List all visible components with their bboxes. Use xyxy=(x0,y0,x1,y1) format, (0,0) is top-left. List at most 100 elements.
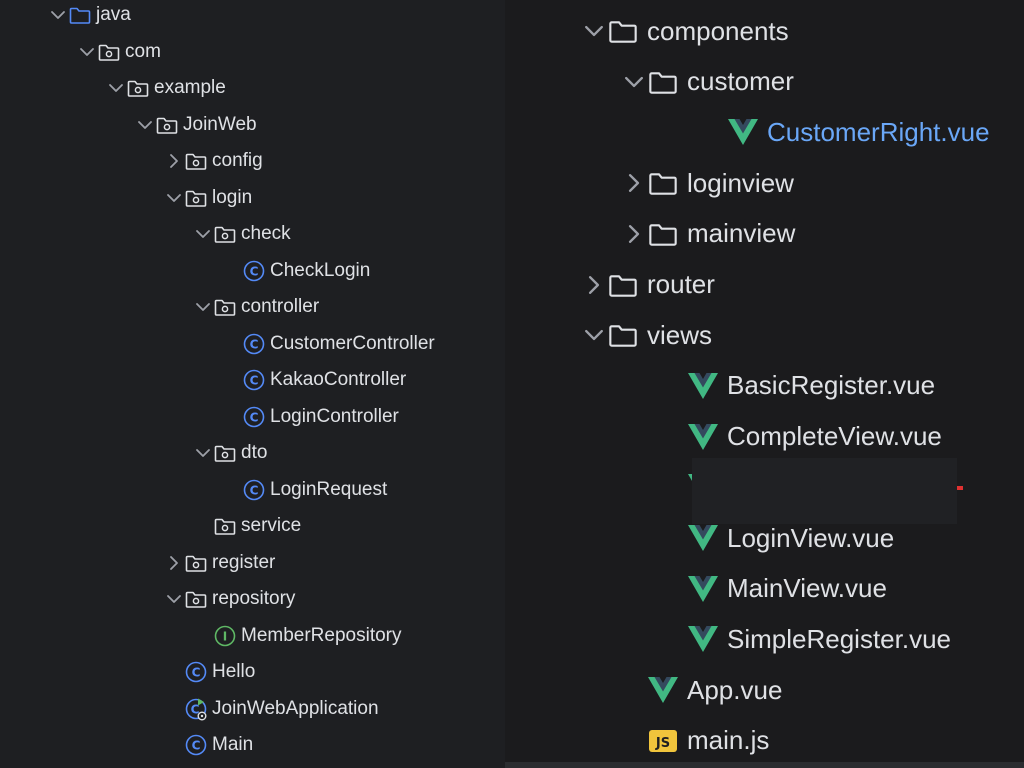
chevron-spacer xyxy=(164,735,184,755)
tree-item-customer[interactable]: customer xyxy=(621,57,794,107)
tree-item-label: dto xyxy=(241,442,268,463)
folder-icon xyxy=(607,15,639,47)
tree-item-label: JoinWeb xyxy=(183,113,257,135)
chevron-down-icon[interactable] xyxy=(135,115,155,135)
vue-file-icon xyxy=(687,370,719,402)
tree-item-mainview[interactable]: mainview xyxy=(621,209,795,259)
tree-item-label: mainview xyxy=(687,218,796,249)
vue-file-icon xyxy=(687,421,719,453)
package-icon xyxy=(97,40,121,64)
vue-file-icon xyxy=(647,674,679,706)
chevron-down-icon[interactable] xyxy=(621,69,647,95)
class-icon: C xyxy=(242,405,266,429)
package-icon xyxy=(184,186,208,210)
chevron-right-icon[interactable] xyxy=(621,170,647,196)
package-icon xyxy=(126,76,150,100)
chevron-down-icon[interactable] xyxy=(77,42,97,62)
svg-text:C: C xyxy=(192,666,201,680)
tree-item-label: login xyxy=(212,186,253,208)
package-icon xyxy=(155,113,179,137)
tree-item-label: service xyxy=(241,515,302,536)
class-icon: C xyxy=(242,478,266,502)
tree-item-label: register xyxy=(212,551,276,573)
chevron-spacer xyxy=(701,119,727,145)
folder-icon xyxy=(68,3,92,27)
tree-item-joinweb[interactable]: JoinWeb xyxy=(135,107,257,143)
tree-item-router[interactable]: router xyxy=(581,260,715,310)
chevron-down-icon[interactable] xyxy=(106,78,126,98)
chevron-down-icon[interactable] xyxy=(193,443,213,463)
chevron-spacer xyxy=(661,373,687,399)
tree-item-loginview-vue[interactable]: LoginView.vue xyxy=(661,513,894,563)
tree-item-label: java xyxy=(96,4,131,25)
svg-text:I: I xyxy=(223,629,227,643)
chevron-spacer xyxy=(621,728,647,754)
chevron-down-icon[interactable] xyxy=(581,18,607,44)
tree-item-example[interactable]: example xyxy=(106,70,226,106)
package-icon xyxy=(213,222,237,246)
tree-item-dto[interactable]: dto xyxy=(193,435,267,471)
chevron-right-icon[interactable] xyxy=(581,272,607,298)
tree-item-label: App.vue xyxy=(687,674,783,705)
tree-item-customerright-vue[interactable]: CustomerRight.vue xyxy=(701,107,990,157)
tree-item-check[interactable]: check xyxy=(193,216,291,252)
tree-item-label: LoginRequest xyxy=(270,478,388,500)
chevron-spacer xyxy=(164,662,184,682)
tree-item-mainview-vue[interactable]: MainView.vue xyxy=(661,564,887,614)
tree-item-register[interactable]: register xyxy=(164,545,275,581)
tree-item-label: SimpleRegister.vue xyxy=(727,623,951,654)
tree-item-views[interactable]: views xyxy=(581,310,712,360)
tree-item-service[interactable]: service xyxy=(193,508,301,544)
package-icon xyxy=(213,441,237,465)
folder-icon xyxy=(647,66,679,98)
tree-item-label: BasicRegister.vue xyxy=(727,370,936,401)
tree-item-app-vue[interactable]: App.vue xyxy=(621,665,782,715)
vue-file-icon xyxy=(687,522,719,554)
chevron-down-icon[interactable] xyxy=(193,224,213,244)
tree-item-components[interactable]: components xyxy=(581,6,789,56)
chevron-right-icon[interactable] xyxy=(621,221,647,247)
vue-file-icon xyxy=(727,116,759,148)
chevron-spacer xyxy=(621,677,647,703)
chevron-down-icon[interactable] xyxy=(164,188,184,208)
tree-item-basicregister-vue[interactable]: BasicRegister.vue xyxy=(661,361,935,411)
chevron-spacer xyxy=(661,424,687,450)
class-icon: C xyxy=(184,733,208,757)
package-icon xyxy=(184,149,208,173)
chevron-down-icon[interactable] xyxy=(193,297,213,317)
tree-item-java[interactable]: java xyxy=(48,0,131,33)
tree-item-config[interactable]: config xyxy=(164,143,263,179)
chevron-right-icon[interactable] xyxy=(164,553,184,573)
interface-icon: I xyxy=(213,624,237,648)
chevron-down-icon[interactable] xyxy=(48,5,68,25)
chevron-right-icon[interactable] xyxy=(164,151,184,171)
tree-item-repository[interactable]: repository xyxy=(164,581,295,617)
tree-item-controller[interactable]: controller xyxy=(193,289,319,325)
chevron-spacer xyxy=(222,407,242,427)
tree-item-simpleregister-vue[interactable]: SimpleRegister.vue xyxy=(661,614,951,664)
horizontal-scrollbar[interactable] xyxy=(505,762,1024,768)
folder-icon xyxy=(607,319,639,351)
package-icon xyxy=(184,551,208,575)
chevron-down-icon[interactable] xyxy=(581,322,607,348)
chevron-spacer xyxy=(193,516,213,536)
tree-item-label: example xyxy=(154,77,226,98)
tree-item-completeview-vue[interactable]: CompleteView.vue xyxy=(661,412,942,462)
tree-item-com[interactable]: com xyxy=(77,34,161,70)
tree-item-label: KakaoController xyxy=(270,369,407,390)
chevron-down-icon[interactable] xyxy=(164,589,184,609)
tree-item-label: router xyxy=(647,269,715,299)
tree-item-loginview[interactable]: loginview xyxy=(621,158,794,208)
tree-item-login[interactable]: login xyxy=(164,180,252,216)
